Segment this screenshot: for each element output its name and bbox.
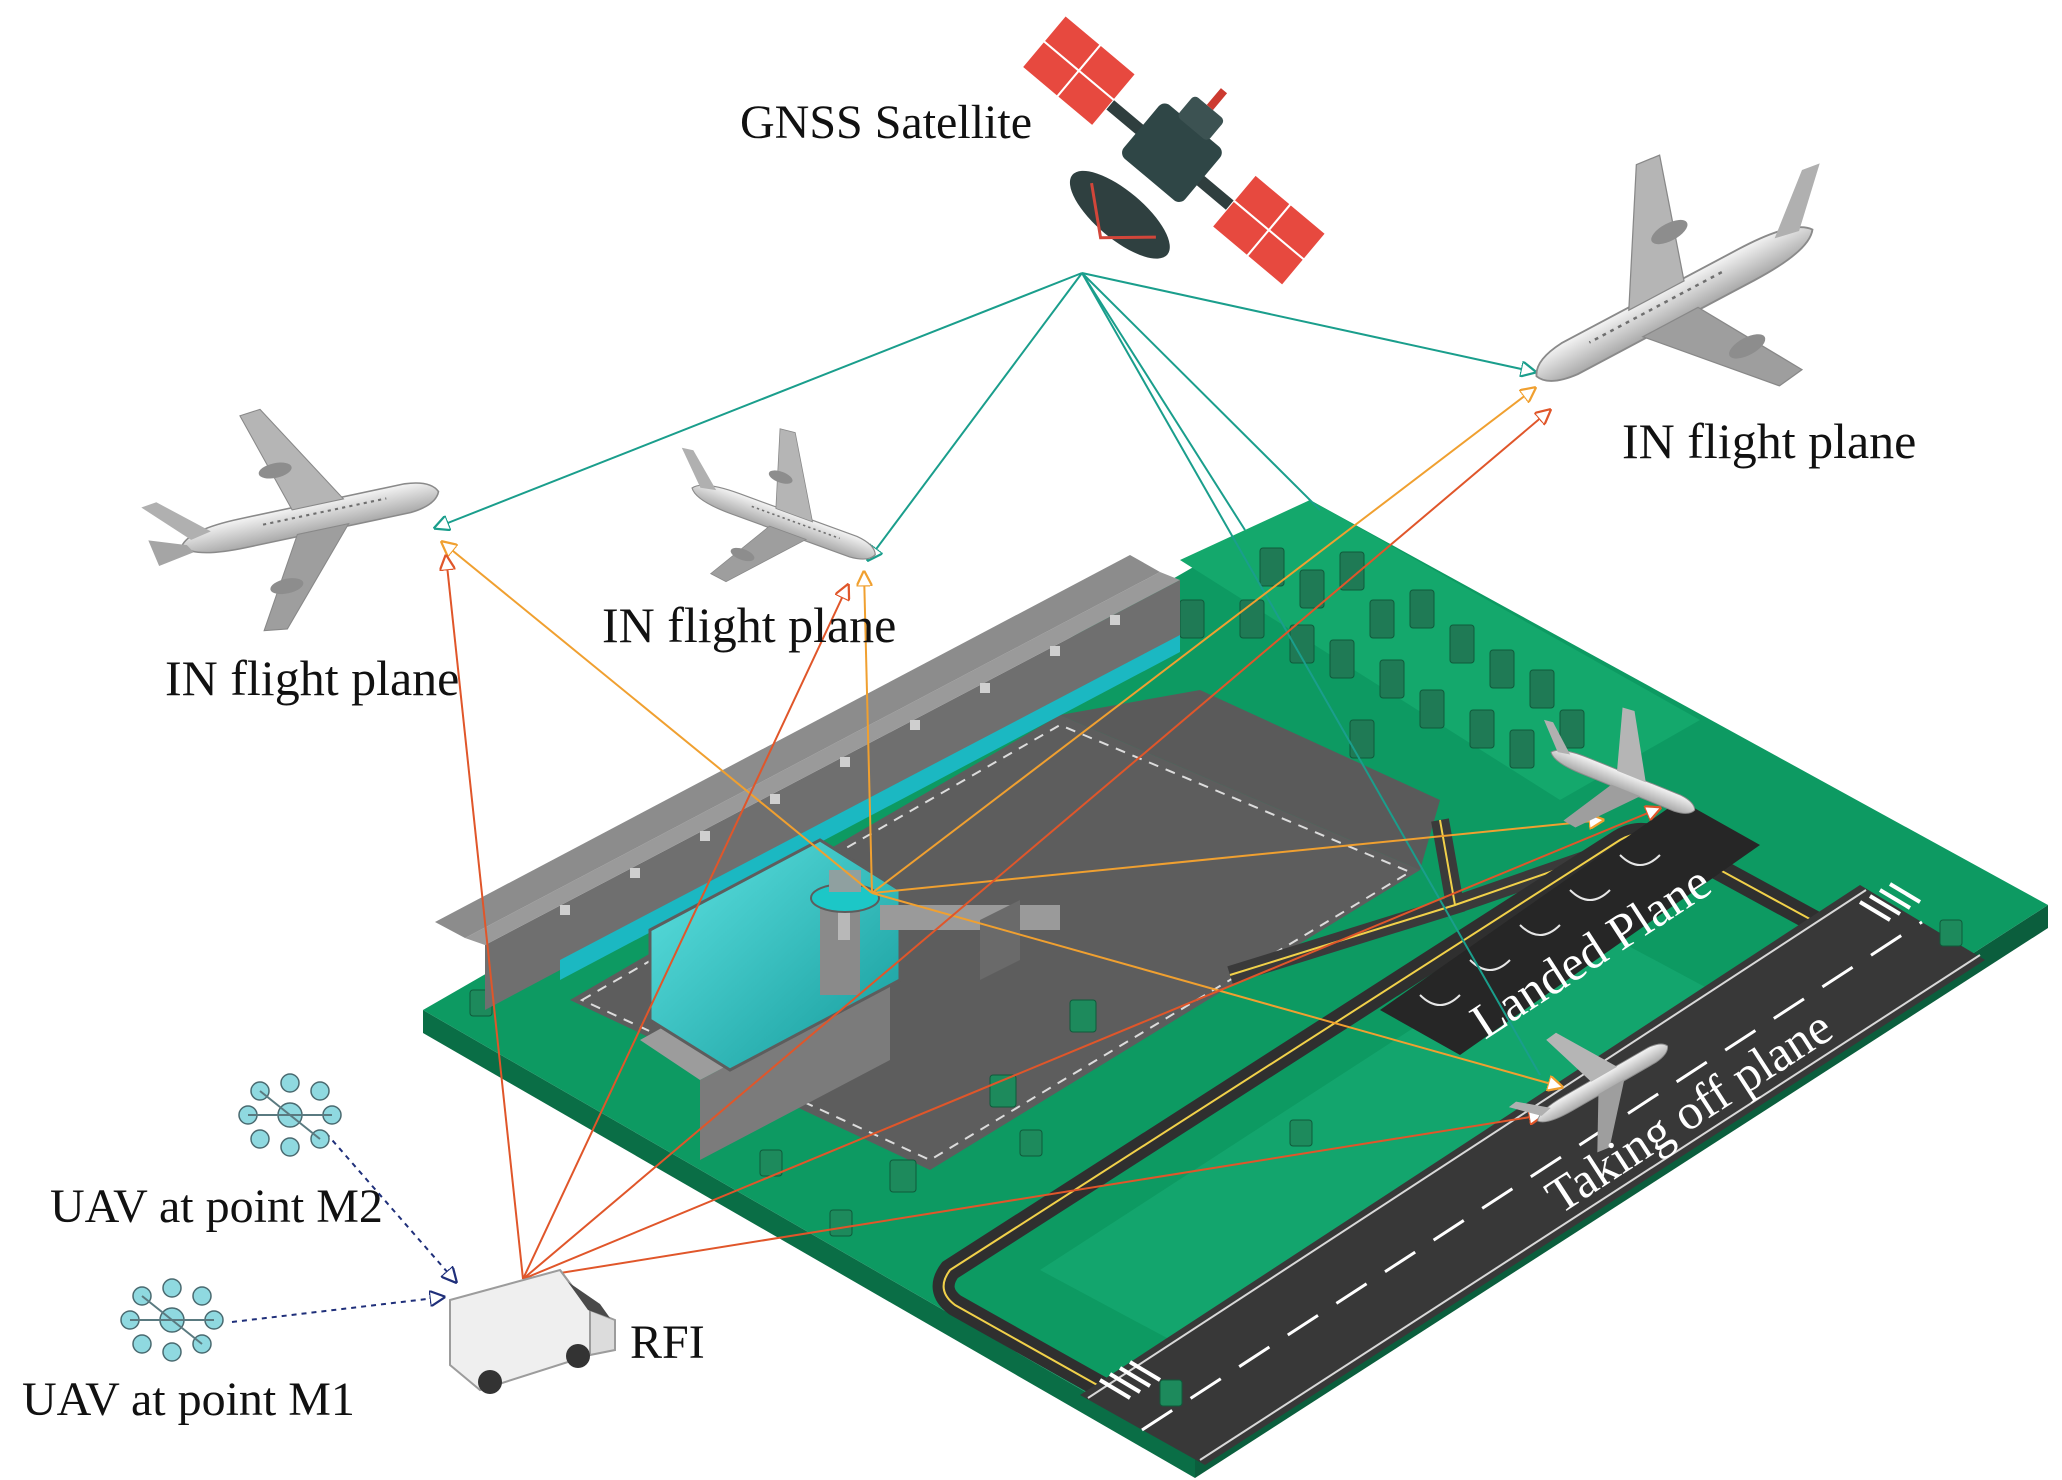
- uav-m2-icon: [238, 1073, 342, 1157]
- in-flight-plane-middle-icon: [681, 428, 876, 583]
- plane-middle-label: IN flight plane: [602, 597, 896, 653]
- satellite-label: GNSS Satellite: [740, 96, 1032, 149]
- in-flight-plane-left-icon: [141, 408, 440, 632]
- landed-plane-icon: [1543, 707, 1696, 828]
- rfi-label: RFI: [630, 1316, 705, 1369]
- rfi-signals: [446, 410, 1660, 1280]
- tree-cluster: [1179, 547, 1585, 769]
- terminal-building: [435, 555, 1180, 1010]
- satellite-icon: [1020, 13, 1328, 288]
- control-tower: [640, 838, 1060, 1160]
- rfi-van-icon: [449, 1268, 616, 1394]
- runway: [1080, 882, 1985, 1465]
- ground-signals: [442, 388, 1603, 1087]
- taking-off-plane-icon: [1508, 1032, 1669, 1153]
- secondary-runway: [1380, 800, 1760, 1055]
- uav-m1-label: UAV at point M1: [22, 1373, 355, 1426]
- uav-m2-label: UAV at point M2: [50, 1180, 383, 1233]
- uav-m1-icon: [120, 1278, 224, 1362]
- in-flight-plane-right-icon: [1535, 154, 1820, 387]
- gnss-signals: [435, 272, 1541, 1076]
- plane-right-label: IN flight plane: [1622, 413, 1916, 469]
- plane-left-label: IN flight plane: [165, 650, 459, 706]
- uav-links: [231, 1132, 456, 1323]
